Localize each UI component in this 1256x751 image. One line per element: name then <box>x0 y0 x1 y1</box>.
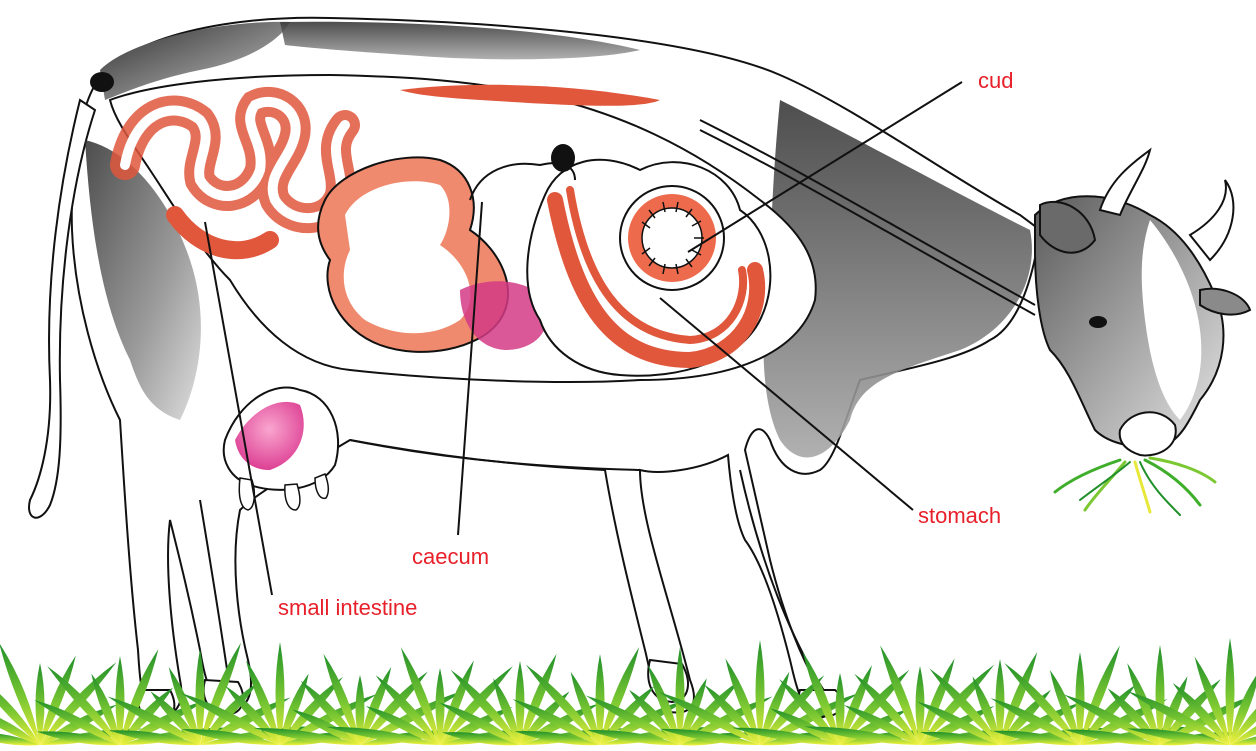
grass-in-mouth <box>1055 458 1215 515</box>
hip-spot <box>90 72 114 92</box>
small-intestine-label: small intestine <box>278 597 417 619</box>
eye <box>1089 316 1107 328</box>
caecum-label: caecum <box>412 546 489 568</box>
grass-foreground <box>0 638 1256 745</box>
cud-label: cud <box>978 70 1013 92</box>
muzzle <box>1120 412 1176 455</box>
stomach-label: stomach <box>918 505 1001 527</box>
caecum-opening <box>551 144 575 172</box>
horn-left <box>1100 150 1150 215</box>
horn-right <box>1190 180 1233 260</box>
cow-head <box>1035 150 1250 455</box>
